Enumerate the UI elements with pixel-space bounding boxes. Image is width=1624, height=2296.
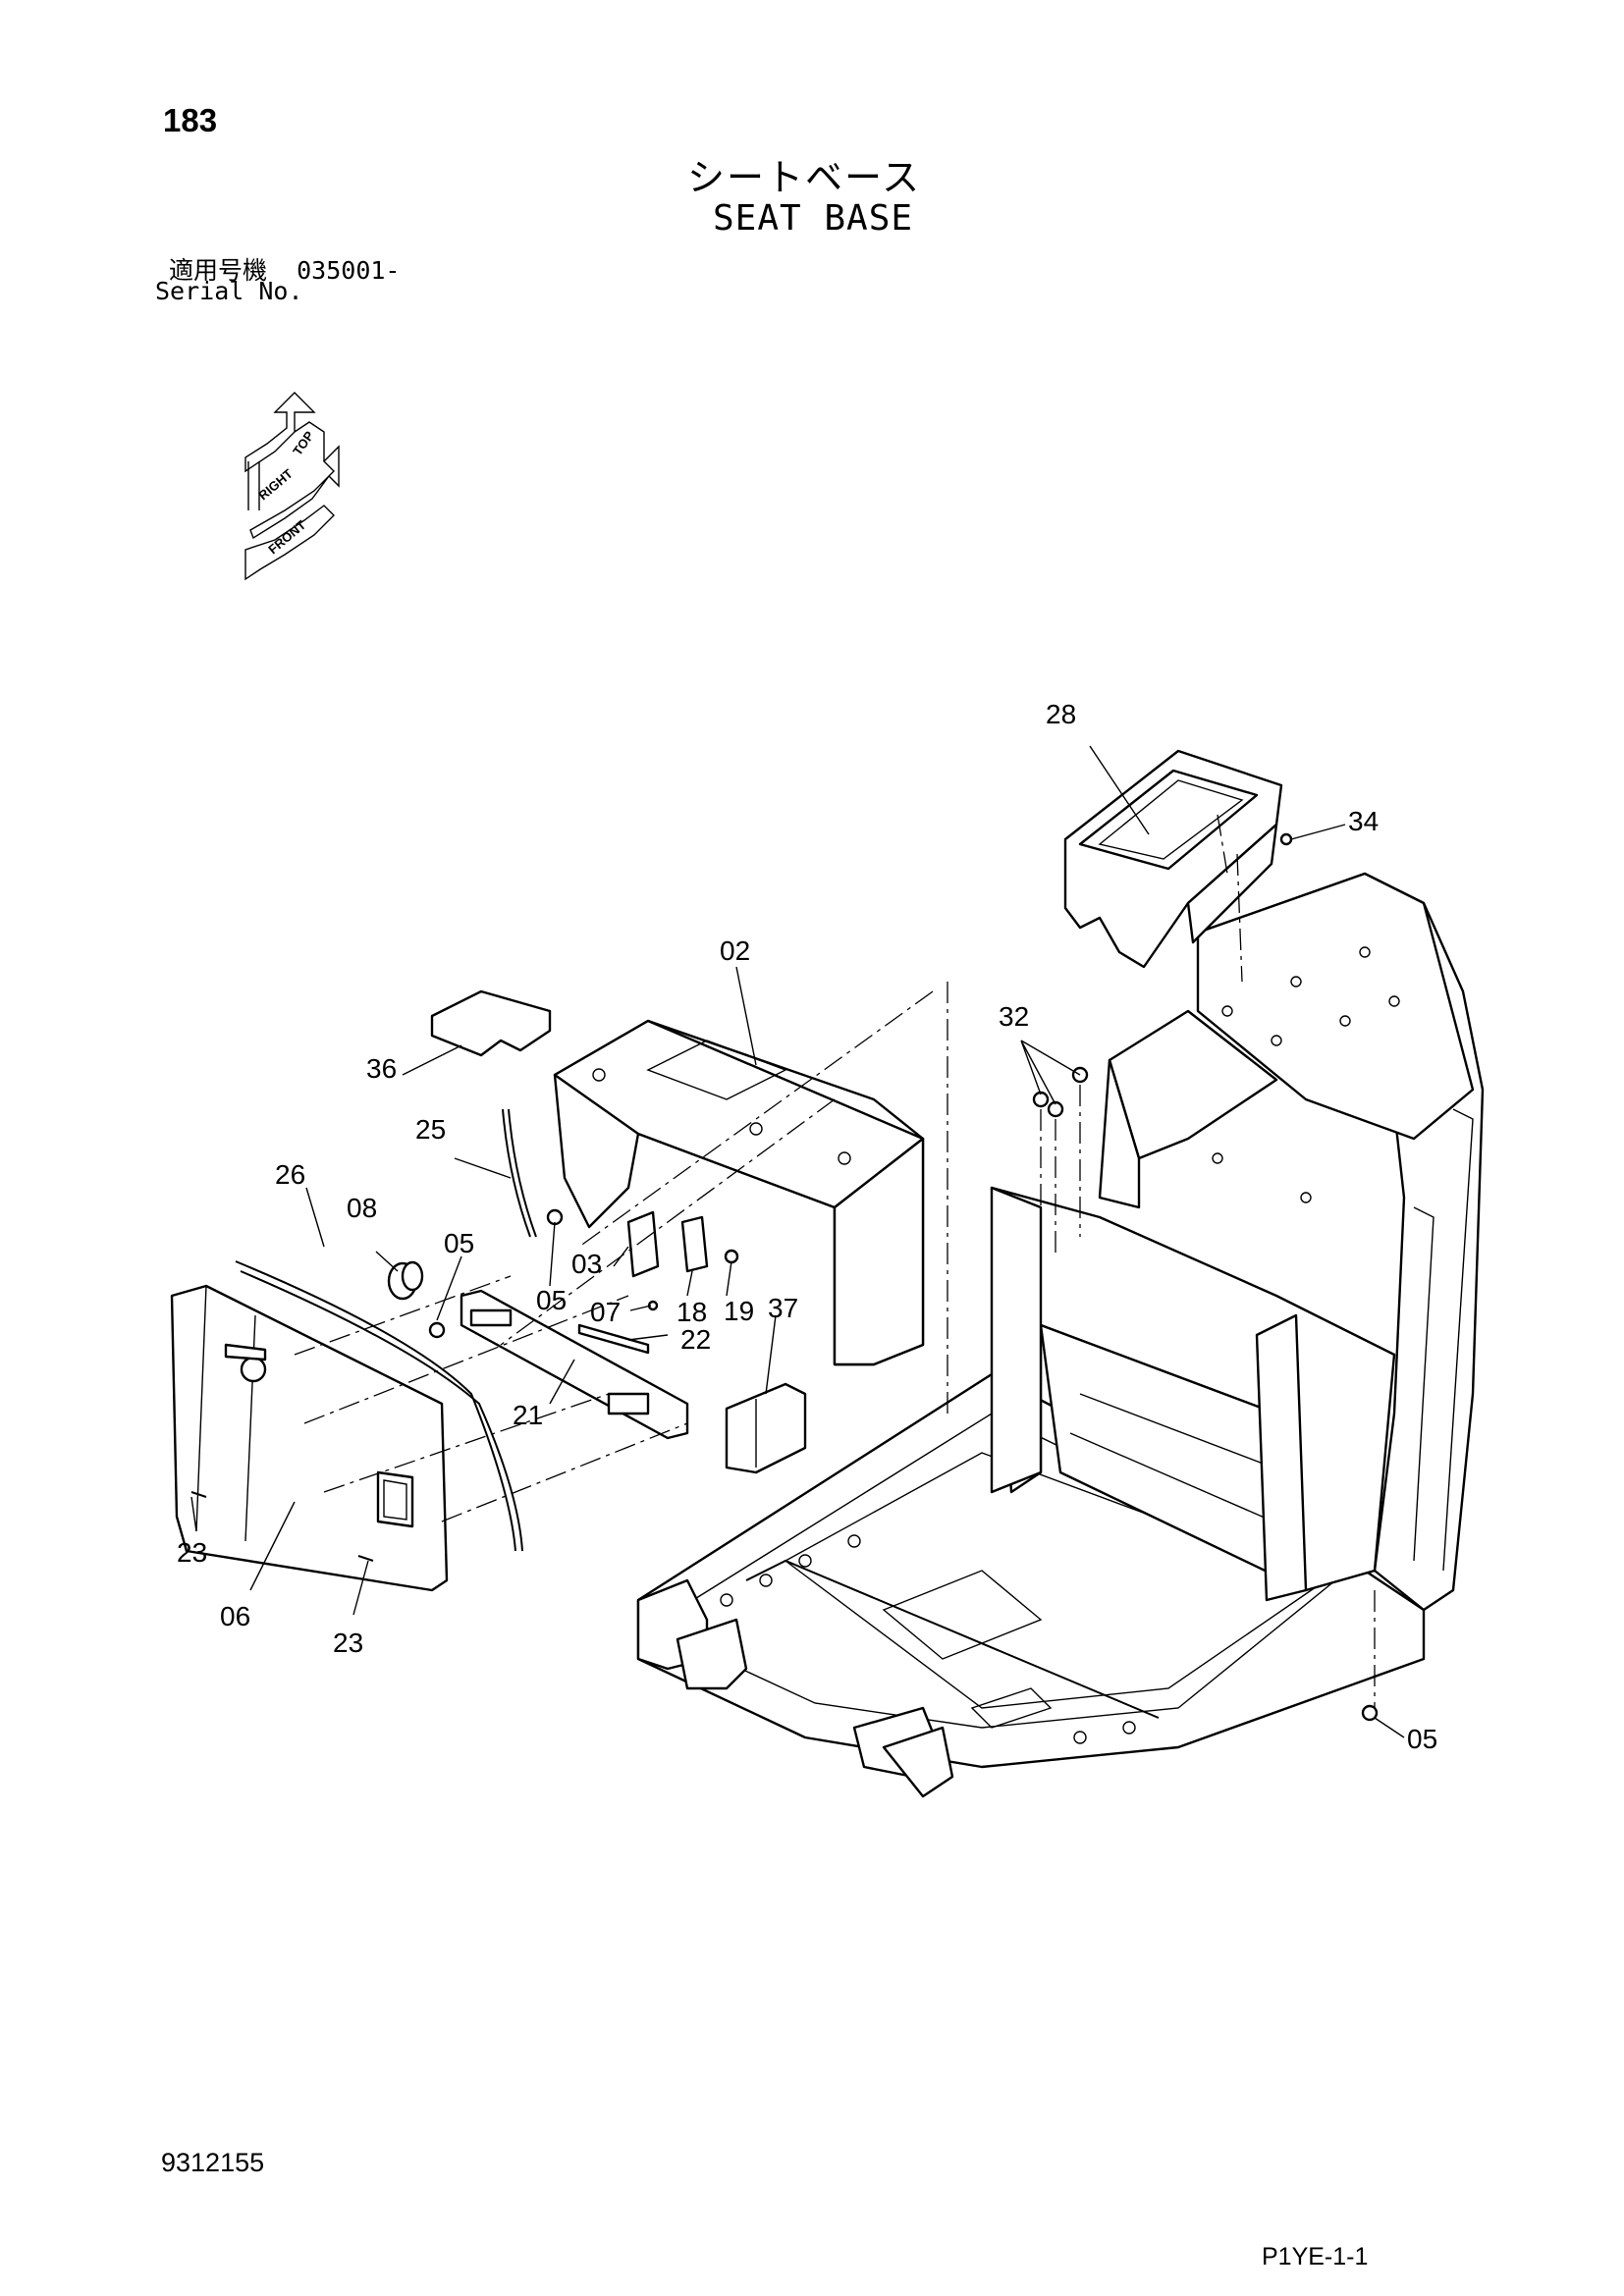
serial-applicability: 適用号機 035001-	[169, 251, 400, 287]
callout-18: 18	[677, 1297, 707, 1327]
callout-08: 08	[347, 1193, 377, 1223]
orientation-arrows-icon: TOP RIGHT FRONT	[244, 392, 340, 581]
part-02-seat-cover	[553, 1019, 925, 1366]
part-22-strip	[577, 1323, 650, 1355]
callout-37: 37	[768, 1293, 798, 1323]
callout-19: 19	[724, 1296, 754, 1326]
callout-26: 26	[275, 1159, 305, 1190]
callout-05-upper: 05	[444, 1228, 474, 1258]
callout-21: 21	[513, 1400, 543, 1430]
orientation-front-label: FRONT	[265, 517, 308, 557]
part-08-lock	[387, 1260, 424, 1301]
part-03-bracket	[626, 1210, 660, 1278]
part-18-bracket	[680, 1215, 709, 1273]
part-37-bracket	[725, 1382, 807, 1474]
serial-range: 035001-	[297, 256, 401, 285]
orientation-right-label: RIGHT	[255, 466, 296, 504]
seat-base-frame	[636, 872, 1485, 1798]
part-28-cover	[1063, 749, 1283, 969]
part-06-door-panel	[170, 1284, 449, 1592]
callout-labels: 28 34 02 36 32 25 26 08 05 03 05 07 18 1…	[177, 699, 1437, 1754]
part-25-rod	[502, 1108, 531, 1238]
page-number: 183	[163, 102, 218, 138]
part-21-hinge-plate	[460, 1289, 689, 1440]
callout-23-bottom: 23	[333, 1628, 363, 1658]
part-26-seal	[235, 1260, 516, 1552]
page-title: SEAT BASE	[713, 198, 914, 239]
callout-05-right: 05	[1407, 1724, 1437, 1754]
page-title-japanese: シートベース	[687, 156, 922, 199]
callout-36: 36	[366, 1053, 397, 1084]
part-25-rod-edge	[508, 1108, 537, 1238]
callout-02: 02	[720, 935, 750, 966]
callout-06: 06	[220, 1601, 250, 1631]
serial-label: Serial No.	[155, 277, 303, 305]
callout-23-left: 23	[177, 1537, 207, 1568]
part-26-seal-inner	[240, 1270, 523, 1552]
leader-lines	[190, 745, 1405, 1738]
callout-05-middle: 05	[536, 1285, 567, 1315]
drawing-number: 9312155	[161, 2148, 265, 2177]
callout-03: 03	[571, 1249, 602, 1279]
callout-32: 32	[999, 1001, 1029, 1032]
callout-22: 22	[680, 1324, 711, 1355]
callout-25: 25	[415, 1114, 446, 1145]
part-36-pad	[430, 989, 552, 1057]
callout-07: 07	[590, 1297, 621, 1327]
callout-28: 28	[1046, 699, 1076, 729]
callout-34: 34	[1348, 806, 1379, 836]
serial-label-japanese: 適用号機	[169, 256, 268, 285]
bolt-group	[190, 832, 1379, 1722]
sheet-id: P1YE-1-1	[1262, 2243, 1369, 2270]
